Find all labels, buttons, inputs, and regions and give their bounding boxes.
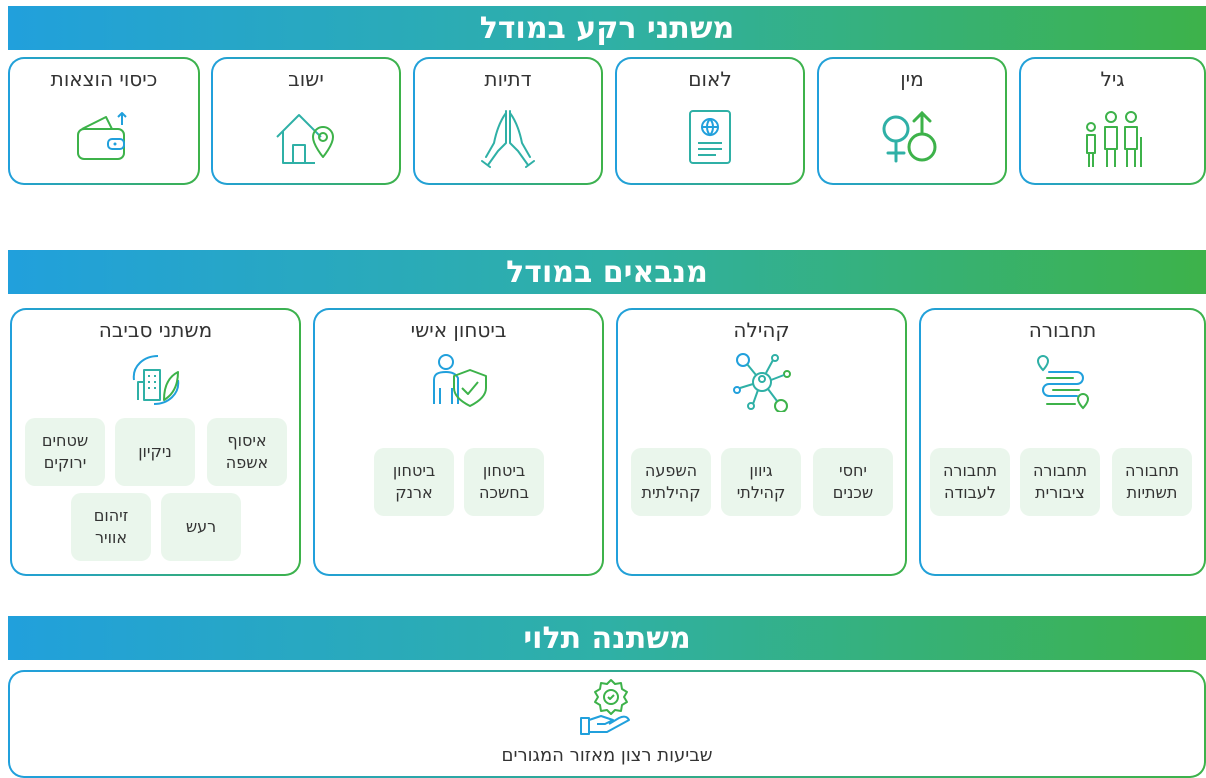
chip-air-pollution: זיהום אוויר	[71, 493, 151, 561]
card-expenses-coverage: כיסוי הוצאות	[8, 57, 200, 185]
card-label: כיסוי הוצאות	[50, 67, 158, 91]
person-shield-icon	[432, 354, 487, 407]
predictors-title: מנבאים במודל	[506, 254, 708, 290]
card-locality: ישוב	[211, 57, 401, 185]
card-label: דתיות	[484, 67, 532, 91]
group-environment: משתני סביבה איסוף אשפה ניקיון שטחים ירוק…	[10, 308, 301, 576]
passport-icon	[689, 110, 731, 164]
chip-community-influence: השפעה קהילתית	[631, 448, 711, 516]
predictors-banner: מנבאים במודל	[8, 250, 1206, 294]
route-icon	[1036, 354, 1089, 410]
card-age: גיל	[1019, 57, 1206, 185]
dependent-variable-banner: משתנה תלוי	[8, 616, 1206, 660]
card-label: גיל	[1100, 67, 1125, 91]
community-network-icon	[732, 353, 791, 412]
chip-darkness-safety: ביטחון בחשכה	[464, 448, 544, 516]
chip-wallet-safety: ביטחון ארנק	[374, 448, 454, 516]
card-gender: מין	[817, 57, 1007, 185]
group-title: ביטחון אישי	[410, 318, 507, 342]
green-city-icon	[132, 355, 179, 405]
group-title: תחבורה	[1028, 318, 1097, 342]
wallet-icon	[77, 112, 127, 160]
card-label: לאום	[688, 67, 732, 91]
group-community: קהילה יחסי שכנים גיוון קהילתי השפעה קהיל…	[616, 308, 907, 576]
group-transportation: תחבורה תחבורה תשתיות תחבורה ציבורית תחבו…	[919, 308, 1206, 576]
group-title: קהילה	[733, 318, 790, 342]
chip-green-spaces: שטחים ירוקים	[25, 418, 105, 486]
gender-icon	[882, 110, 937, 163]
background-variables-banner: משתני רקע במודל	[8, 6, 1206, 50]
dependent-variable-card: שביעות רצון מאזור המגורים	[8, 670, 1206, 778]
home-location-icon	[276, 114, 334, 164]
group-title: משתני סביבה	[98, 318, 213, 342]
card-religiosity: דתיות	[413, 57, 603, 185]
chip-transport-to-work: תחבורה לעבודה	[930, 448, 1010, 516]
age-group-icon	[1085, 111, 1142, 167]
group-personal-safety: ביטחון אישי ביטחון בחשכה ביטחון ארנק	[313, 308, 604, 576]
chip-public-transport: תחבורה ציבורית	[1020, 448, 1100, 516]
dependent-variable-title: משתנה תלוי	[523, 620, 691, 656]
card-nationality: לאום	[615, 57, 805, 185]
card-label: מין	[900, 67, 924, 91]
chip-cleanliness: ניקיון	[115, 418, 195, 486]
praying-hands-icon	[481, 110, 535, 168]
chip-neighbor-relations: יחסי שכנים	[813, 448, 893, 516]
chip-transport-infrastructure: תחבורה תשתיות	[1112, 448, 1192, 516]
dependent-variable-label: שביעות רצון מאזור המגורים	[501, 745, 713, 766]
chip-noise: רעש	[161, 493, 241, 561]
card-label: ישוב	[288, 67, 324, 91]
hand-badge-icon	[580, 679, 630, 735]
chip-community-diversity: גיוון קהילתי	[721, 448, 801, 516]
chip-garbage-collection: איסוף אשפה	[207, 418, 287, 486]
background-variables-title: משתני רקע במודל	[479, 10, 735, 46]
